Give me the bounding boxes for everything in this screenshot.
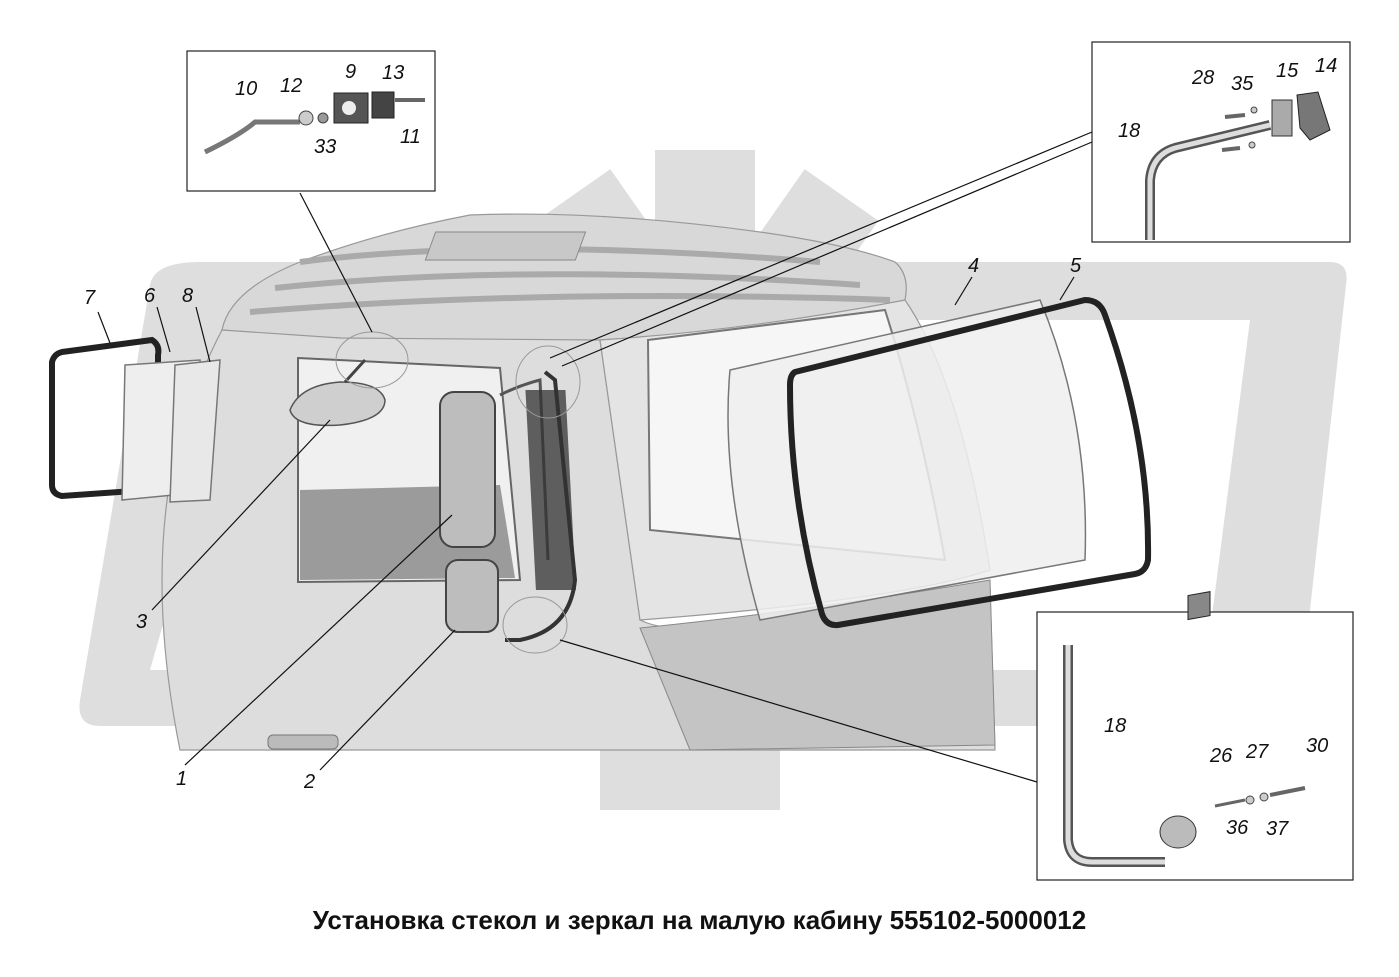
inset-bottom-right: 18 26 27 30 36 37 [1036,591,1354,881]
label-10: 10 [235,78,257,100]
inset-washer-12 [298,110,314,126]
label-5: 5 [1070,255,1082,277]
label-18-top: 18 [1118,120,1140,142]
inset-bracket-26 [1187,591,1211,621]
inset-tube-10 [203,119,300,155]
roof-hatch [424,231,587,261]
label-30: 30 [1306,735,1328,757]
leader-2 [319,629,456,771]
door-handle [267,734,339,750]
inset-bolt-28b [1221,146,1241,152]
label-4: 4 [968,255,979,277]
a-pillar [525,390,576,590]
inset-top-right: 28 35 15 14 18 [1091,41,1351,243]
leader-inset-top-left [299,192,373,333]
leader-6 [156,306,171,353]
inset-washer-37 [1259,792,1269,802]
inset-bracket-15 [1271,99,1293,137]
leader-lines [97,131,1093,783]
label-1: 1 [176,768,187,790]
label-9: 9 [345,61,356,83]
roof-rib [249,293,891,315]
inset-ball-joint [1159,815,1197,849]
label-14: 14 [1315,55,1337,77]
part-1-mirror [439,391,496,548]
detail-circle-bottom [502,596,568,654]
label-6: 6 [144,285,156,307]
label-7: 7 [84,287,96,309]
inset-top-left: 10 12 9 13 33 11 [186,50,436,192]
part-3-bracket [343,358,367,384]
diagram-caption: Установка стекол и зеркал на малую кабин… [312,905,1087,935]
inset-tube-18-hl [1147,122,1271,240]
label-33: 33 [314,136,336,158]
leader-inset-top-right-a [549,131,1093,359]
label-27: 27 [1245,741,1269,763]
leader-inset-top-right-b [561,141,1093,367]
inset-washer-36 [1245,795,1255,805]
inset-clamp-14 [1296,91,1331,141]
label-13: 13 [382,62,404,84]
leader-3 [151,419,331,611]
label-35: 35 [1231,73,1254,95]
label-37: 37 [1266,818,1289,840]
label-15: 15 [1276,60,1299,82]
inset-tube-18-hl [1065,645,1165,865]
leader-1 [184,514,453,766]
inset-hole [342,101,356,115]
label-11: 11 [400,126,421,148]
inset-washer-35 [1250,106,1258,114]
label-2: 2 [303,771,315,793]
label-18-bottom: 18 [1104,715,1126,737]
label-26: 26 [1209,745,1233,767]
label-3: 3 [136,611,147,633]
part-5-seal [786,296,1152,629]
leader-5 [1059,276,1075,301]
leader-inset-bottom [559,639,1038,783]
part-3-mirror [289,381,386,427]
part-2-mirror [445,559,499,633]
mirrors [289,358,578,642]
label-36: 36 [1226,817,1249,839]
label-12: 12 [280,75,302,97]
inset-bolt-27 [1214,798,1246,808]
detail-circle-top-right [515,345,581,419]
inset-bolt-28 [1224,113,1246,119]
main-callouts: 7 6 8 3 1 2 4 5 [84,255,1082,793]
side-glasses [49,336,221,503]
leader-4 [954,276,973,306]
inset-washer-35b [1248,141,1256,149]
inset-nut-33 [317,112,329,124]
leader-8 [195,306,211,363]
part-4-glass [727,299,1087,621]
windscreen-parts [727,296,1152,629]
inset-plate-13 [371,91,395,119]
part-8-glass [169,359,221,503]
leader-7 [97,311,111,344]
mirror-arm [499,378,550,561]
inset-bolt-30 [1269,786,1306,797]
label-28: 28 [1191,67,1214,89]
label-8: 8 [182,285,193,307]
